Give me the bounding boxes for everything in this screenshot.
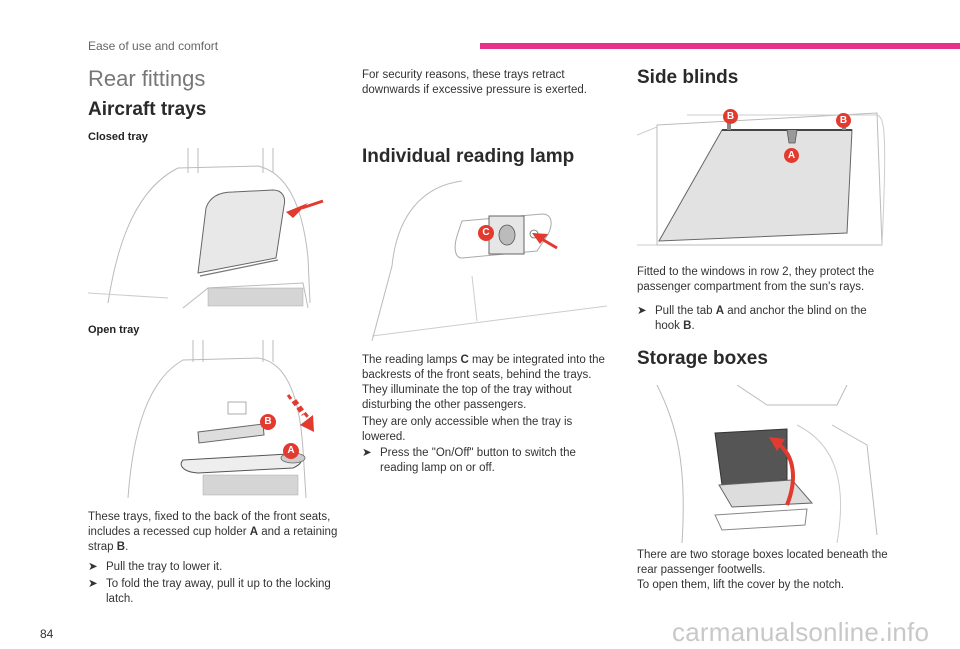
running-header: Ease of use and comfort	[88, 39, 219, 53]
callout-b-left: B	[723, 109, 738, 124]
watermark: carmanualsonline.info	[672, 617, 930, 647]
storage-boxes-description: There are two storage boxes located bene…	[637, 549, 888, 576]
list-item: ➤Pull the tray to lower it.	[88, 561, 223, 573]
callout-b-right: B	[836, 113, 851, 128]
reading-lamp-heading: Individual reading lamp	[362, 146, 575, 167]
storage-boxes-heading: Storage boxes	[637, 348, 768, 369]
page-title: Rear fittings	[88, 66, 206, 91]
callout-b: B	[260, 414, 276, 430]
trays-bullet-list: ➤Pull the tray to lower it. ➤To fold the…	[88, 558, 343, 607]
header-accent-bar	[480, 43, 960, 49]
closed-tray-label: Closed tray	[88, 131, 148, 143]
bullet-icon: ➤	[88, 561, 98, 573]
callout-c: C	[478, 225, 494, 241]
open-tray-illustration	[127, 340, 314, 499]
list-item: ➤To fold the tray away, pull it up to th…	[88, 578, 331, 605]
side-blinds-description: Fitted to the windows in row 2, they pro…	[637, 266, 875, 293]
page-number: 84	[40, 627, 54, 641]
reading-lamp-illustration	[371, 180, 608, 342]
bullet-icon: ➤	[88, 578, 98, 590]
side-blinds-heading: Side blinds	[637, 67, 739, 88]
callout-a: A	[283, 443, 299, 459]
storage-boxes-instruction: To open them, lift the cover by the notc…	[637, 579, 845, 591]
reading-lamp-access-note: They are only accessible when the tray i…	[362, 416, 573, 443]
side-blinds-bullet: ➤Pull the tab A and anchor the blind on …	[637, 302, 892, 334]
reading-lamp-description: The reading lamps C may be integrated in…	[362, 354, 605, 411]
storage-boxes-illustration	[656, 385, 878, 543]
side-blinds-illustration	[637, 112, 886, 246]
aircraft-trays-heading: Aircraft trays	[88, 99, 207, 120]
closed-tray-illustration	[88, 148, 324, 309]
reading-lamp-bullet: ➤Press the "On/Off" button to switch the…	[362, 444, 617, 476]
trays-description: These trays, fixed to the back of the fr…	[88, 511, 338, 553]
bullet-icon: ➤	[362, 447, 372, 459]
list-item: ➤Pull the tab A and anchor the blind on …	[637, 305, 867, 332]
open-tray-label: Open tray	[88, 324, 140, 336]
callout-a: A	[784, 148, 799, 163]
security-note: For security reasons, these trays retrac…	[362, 69, 587, 96]
bullet-icon: ➤	[637, 305, 647, 317]
list-item: ➤Press the "On/Off" button to switch the…	[362, 447, 576, 474]
